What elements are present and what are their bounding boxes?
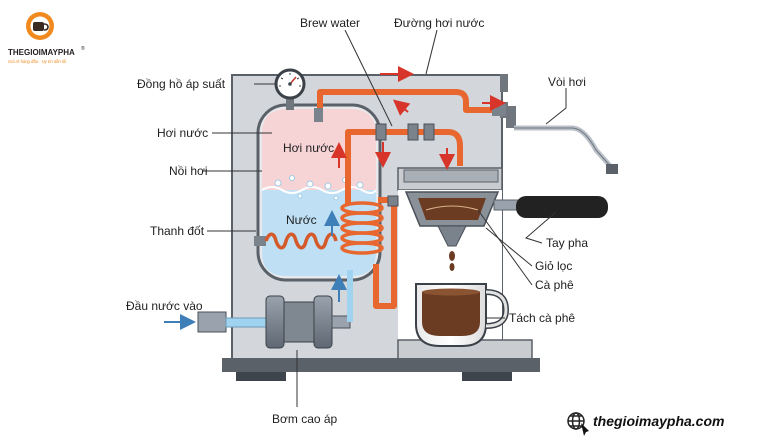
coffee-grounds xyxy=(418,198,486,220)
brand-reg-mark: ® xyxy=(81,45,85,52)
steam-wand xyxy=(492,104,618,174)
label-coffee: Cà phê xyxy=(535,278,574,292)
label-boiler: Nồi hơi xyxy=(169,164,208,178)
foot-left xyxy=(236,372,286,381)
website-footer: thegioimaypha.com xyxy=(567,412,724,436)
label-water-inlet: Đầu nước vào xyxy=(126,299,203,313)
portafilter-handle xyxy=(516,196,608,218)
globe-icon xyxy=(567,412,585,430)
label-portafilter: Tay pha xyxy=(546,236,588,250)
arrow-brew-diag xyxy=(392,99,411,116)
label-pressure-gauge: Đồng hồ áp suất xyxy=(137,77,226,91)
label-steam-path: Đường hơi nước xyxy=(394,16,484,30)
heating-element xyxy=(254,232,338,250)
coffee-cup xyxy=(415,283,510,347)
coffee-drip xyxy=(449,251,455,261)
brand-name: THEGIOIMAYPHA xyxy=(8,48,75,57)
brew-water-pipe xyxy=(345,129,463,205)
foot-right xyxy=(462,372,512,381)
label-filter-basket: Giỏ lọc xyxy=(535,259,572,273)
heat-exchanger-coil xyxy=(340,201,384,255)
leader-lines xyxy=(202,29,567,407)
label-steam: Hơi nước xyxy=(157,126,208,140)
website-url: thegioimaypha.com xyxy=(593,413,724,429)
steam-pipe xyxy=(317,89,494,113)
label-pump: Bơm cao áp xyxy=(272,412,338,426)
portafilter xyxy=(403,169,608,271)
label-brew-water: Brew water xyxy=(300,16,360,30)
coffee-cup-icon xyxy=(26,12,54,40)
logo: THEGIOIMAYPHA ® Giá rẻ hàng đầu - Uy tín… xyxy=(8,12,85,64)
labels: Brew water Đường hơi nước Đồng hồ áp suấ… xyxy=(126,16,588,426)
brand-slogan: Giá rẻ hàng đầu - Uy tín dẫn lối xyxy=(8,59,67,64)
boiler-top-valve xyxy=(314,108,323,122)
pipe-fittings xyxy=(375,123,435,207)
label-steam-inside: Hơi nước xyxy=(283,141,334,155)
label-cup: Tách cà phê xyxy=(509,311,575,325)
high-pressure-pump xyxy=(197,270,353,349)
machine-base xyxy=(222,358,540,372)
coffee-liquid xyxy=(422,292,480,336)
flow-arrows xyxy=(164,66,506,330)
label-water-inside: Nước xyxy=(286,213,317,227)
label-steam-wand: Vòi hơi xyxy=(548,75,586,89)
label-heating-element: Thanh đốt xyxy=(150,224,205,238)
